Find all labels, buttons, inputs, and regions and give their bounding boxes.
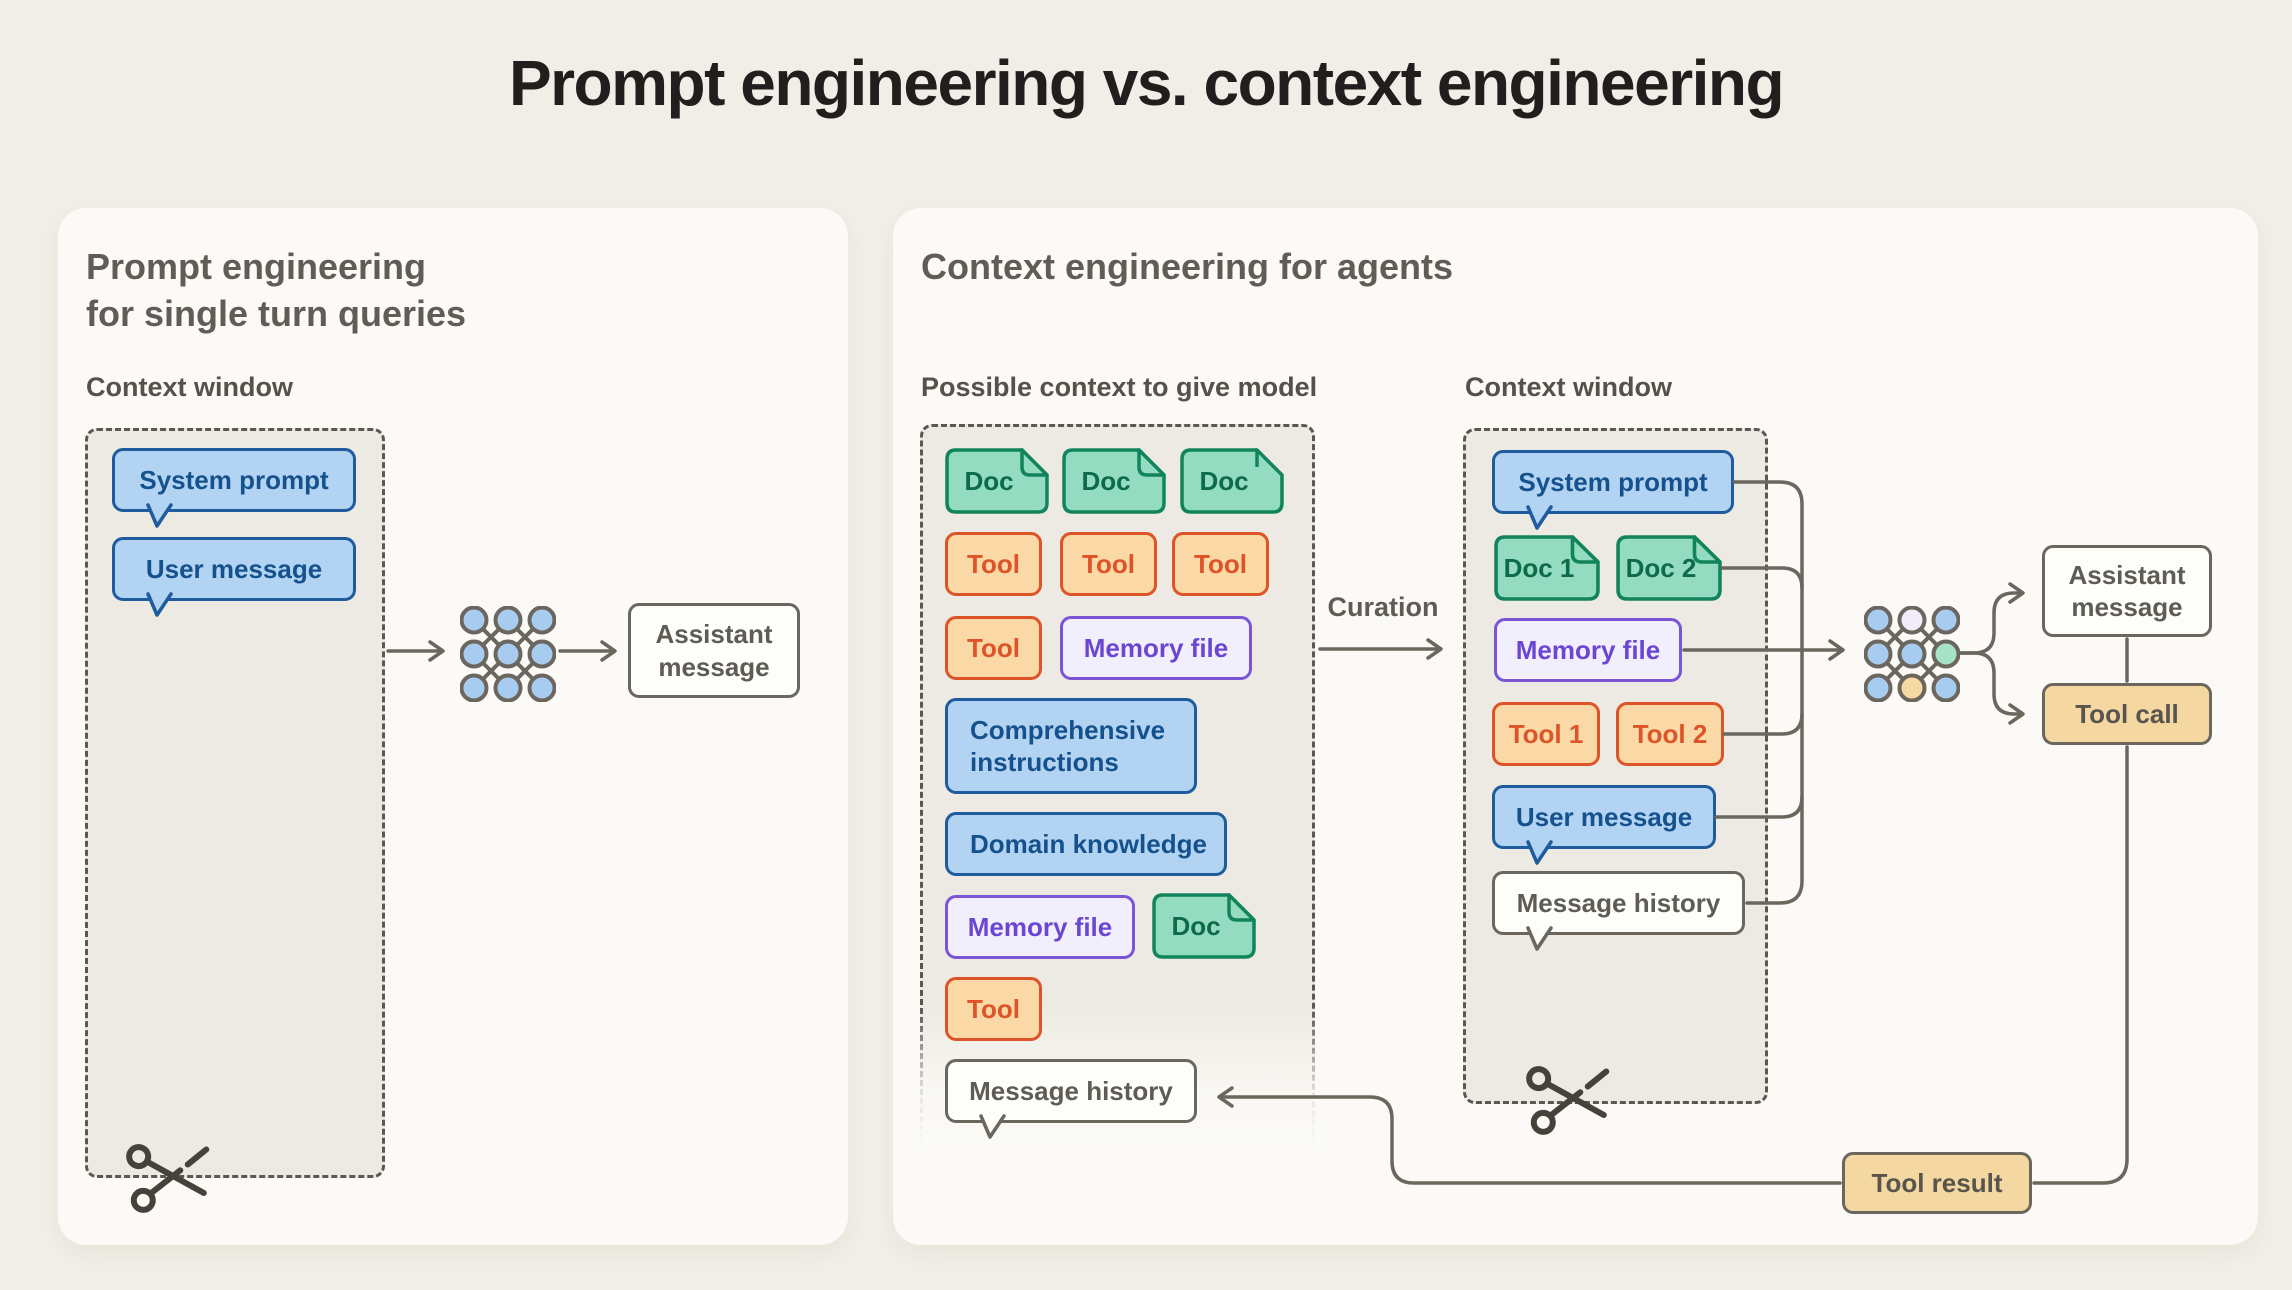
chip-tool: Tool [945, 616, 1042, 680]
doc-icon [1494, 535, 1600, 601]
chip-system-prompt: System prompt [112, 448, 356, 528]
chip-user-message: User message [112, 537, 356, 617]
chip-tool: Tool [1060, 532, 1157, 596]
chip-doc-1-label: Doc 1 [1503, 552, 1575, 583]
left-assistant-message-label: Assistant message [655, 619, 773, 682]
chip-tool-label: Tool [1194, 548, 1247, 579]
chip-memory-file: Memory file [945, 895, 1135, 959]
chip-system-prompt: System prompt [1492, 450, 1734, 530]
chip-tool-2-label: Tool 2 [1632, 718, 1708, 749]
page-title: Prompt engineering vs. context engineeri… [508, 47, 1785, 119]
chip-domain-knowledge-label: Domain knowledge [970, 828, 1207, 859]
chip-system-prompt-label: System prompt [1518, 466, 1708, 497]
chip-doc-label: Doc [964, 465, 1014, 496]
chip-memory-file-label: Memory file [1515, 634, 1661, 665]
possible-context-label: Possible context to give model [921, 372, 1318, 402]
scissors-icon [1526, 1066, 1610, 1135]
chip-message-history: Message history [945, 1059, 1197, 1139]
chip-message-history-label: Message history [969, 1075, 1173, 1106]
speech-tail [1526, 840, 1553, 865]
right-panel-header: Context engineering for agents [921, 246, 1454, 287]
speech-tail [1526, 505, 1553, 530]
chip-message-history: Message history [1492, 871, 1745, 951]
neural-network-icon [1864, 606, 1960, 702]
neural-network-icon [460, 606, 556, 702]
chip-domain-knowledge: Domain knowledge [945, 812, 1227, 876]
speech-tail [1526, 926, 1553, 951]
left-context-window-label: Context window [86, 372, 293, 402]
speech-tail [146, 503, 173, 528]
right-assistant-message-box: Assistant message [2042, 545, 2212, 637]
chip-doc: Doc [945, 448, 1049, 514]
chip-tool: Tool [945, 532, 1042, 596]
speech-tail [979, 1114, 1006, 1139]
left-panel-header-line2: for single turn queries [86, 292, 467, 334]
tool-result-box: Tool result [1842, 1152, 2032, 1214]
left-panel-header: Prompt engineering for single turn queri… [86, 244, 466, 338]
chip-memory-file-label: Memory file [1083, 632, 1229, 663]
tool-call-label: Tool call [2075, 698, 2179, 729]
chip-doc-2-label: Doc 2 [1625, 552, 1697, 583]
chip-system-prompt-label: System prompt [139, 464, 329, 495]
tool-result-label: Tool result [1871, 1167, 2003, 1198]
chip-user-message-label: User message [145, 553, 323, 584]
scissors-icon [126, 1144, 210, 1213]
chip-doc: Doc [1062, 448, 1166, 514]
chip-doc-label: Doc [1081, 465, 1131, 496]
chip-tool-label: Tool [967, 993, 1020, 1024]
doc-icon [1062, 448, 1166, 514]
chip-user-message: User message [1492, 785, 1716, 865]
doc-icon [1616, 535, 1722, 601]
left-panel-header-line1: Prompt engineering [86, 246, 427, 287]
chip-tool-label: Tool [967, 548, 1020, 579]
right-context-window-label: Context window [1465, 372, 1672, 402]
chip-comprehensive-instructions: Comprehensive instructions [945, 698, 1197, 794]
chip-tool: Tool [1172, 532, 1269, 596]
chip-memory-file: Memory file [1494, 618, 1682, 682]
speech-tail [146, 592, 173, 617]
chip-memory-file: Memory file [1060, 616, 1252, 680]
doc-icon [945, 448, 1049, 514]
chip-tool-1: Tool 1 [1492, 702, 1600, 766]
chip-user-message-label: User message [1515, 801, 1693, 832]
chip-tool-label: Tool [967, 632, 1020, 663]
tool-call-box: Tool call [2042, 683, 2212, 745]
right-assistant-message-label: Assistant message [2068, 559, 2186, 623]
right-context-window-box [1463, 428, 1768, 1104]
chip-doc-1: Doc 1 [1494, 535, 1600, 601]
chip-tool-1-label: Tool 1 [1508, 718, 1584, 749]
chip-message-history-label: Message history [1516, 887, 1721, 918]
chip-doc-2: Doc 2 [1616, 535, 1722, 601]
curation-label: Curation [1327, 592, 1439, 622]
doc-icon [1152, 893, 1256, 959]
chip-doc-label: Doc [1171, 910, 1221, 941]
chip-memory-file-label: Memory file [967, 911, 1113, 942]
chip-doc: Doc [1180, 448, 1284, 514]
chip-doc-label: Doc [1199, 465, 1249, 496]
chip-tool-2: Tool 2 [1616, 702, 1724, 766]
left-assistant-message-box: Assistant message [628, 603, 800, 698]
chip-comprehensive-instructions-label: Comprehensive instructions [970, 714, 1166, 778]
chip-tool-label: Tool [1082, 548, 1135, 579]
chip-doc: Doc [1152, 893, 1256, 959]
doc-icon [1180, 448, 1284, 514]
chip-tool: Tool [945, 977, 1042, 1041]
